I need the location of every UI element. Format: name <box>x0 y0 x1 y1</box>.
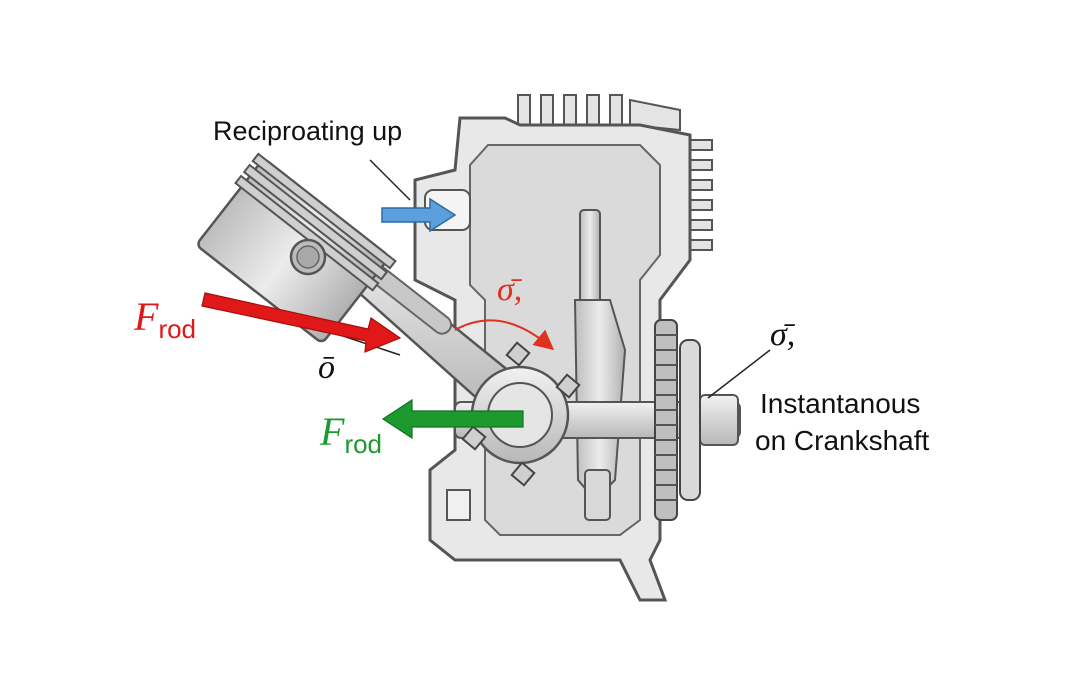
crankcase-cavity <box>469 144 661 536</box>
reciprocating-label: Reciproating up <box>213 116 402 146</box>
instantaneous-label-line2: on Crankshaft <box>755 425 930 456</box>
rotation-arc-icon <box>454 319 555 351</box>
f-rod-green-label: Frod <box>319 409 382 459</box>
reciprocating-arrow <box>381 197 457 233</box>
crank-web <box>573 209 627 521</box>
omega-left-label: ō <box>318 349 335 386</box>
instantaneous-label-line1: Instantanous <box>760 388 920 419</box>
f-rod-green-arrow <box>381 398 524 440</box>
side-cooling-fins <box>689 139 713 251</box>
omega-center-label: σ̄, <box>497 271 523 308</box>
rod-bolts <box>461 341 581 487</box>
top-cooling-fins <box>517 94 681 132</box>
lower-port <box>446 489 471 521</box>
f-rod-red-arrow <box>201 292 402 353</box>
omega-right-label: σ̄, <box>770 316 796 353</box>
crank-gear <box>654 319 701 521</box>
f-rod-red-label: Frod <box>133 294 196 344</box>
